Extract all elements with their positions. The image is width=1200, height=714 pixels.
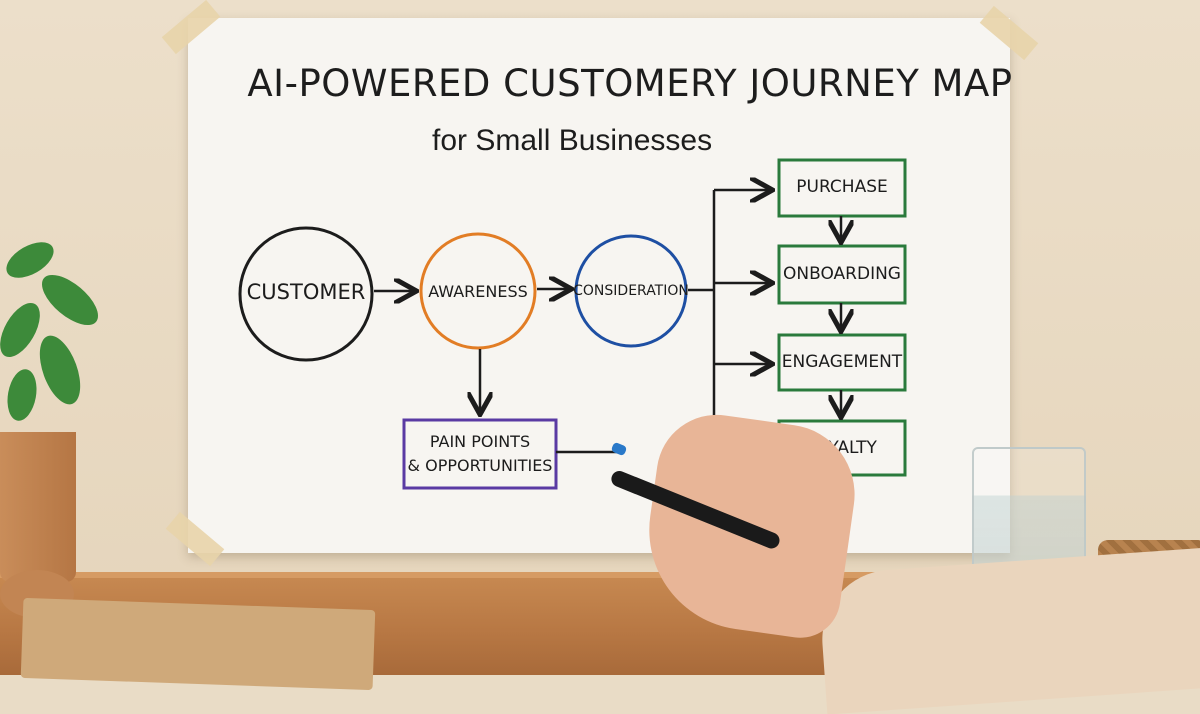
plant-leaves bbox=[0, 242, 99, 421]
pain-points-box bbox=[402, 418, 558, 490]
engagement-label: ENGAGEMENT bbox=[781, 352, 903, 372]
consideration-circle bbox=[574, 234, 688, 348]
sweater-sleeve bbox=[817, 545, 1200, 714]
plant-pot bbox=[0, 432, 76, 582]
customer-circle bbox=[238, 226, 374, 362]
notebook bbox=[20, 597, 376, 691]
desk-edge bbox=[0, 572, 1200, 578]
poster-title: AI-POWERED CUSTOMERY JOURNEY MAP bbox=[247, 62, 1013, 105]
purchase-label: PURCHASE bbox=[796, 177, 888, 197]
journey-diagram bbox=[238, 158, 907, 490]
poster-subtitle: for Small Businesses bbox=[432, 124, 713, 157]
pain-points-label-line1: PAIN POINTS bbox=[429, 432, 531, 451]
awareness-label: AWARENESS bbox=[428, 282, 528, 301]
awareness-circle bbox=[419, 232, 537, 350]
customer-label: CUSTOMER bbox=[246, 280, 366, 304]
onboarding-label: ONBOARDING bbox=[783, 264, 901, 284]
consideration-label: CONSIDERATION bbox=[573, 283, 689, 299]
poster-sheet bbox=[188, 18, 1010, 553]
pain-points-label-line2: & OPPORTUNITIES bbox=[407, 456, 553, 475]
